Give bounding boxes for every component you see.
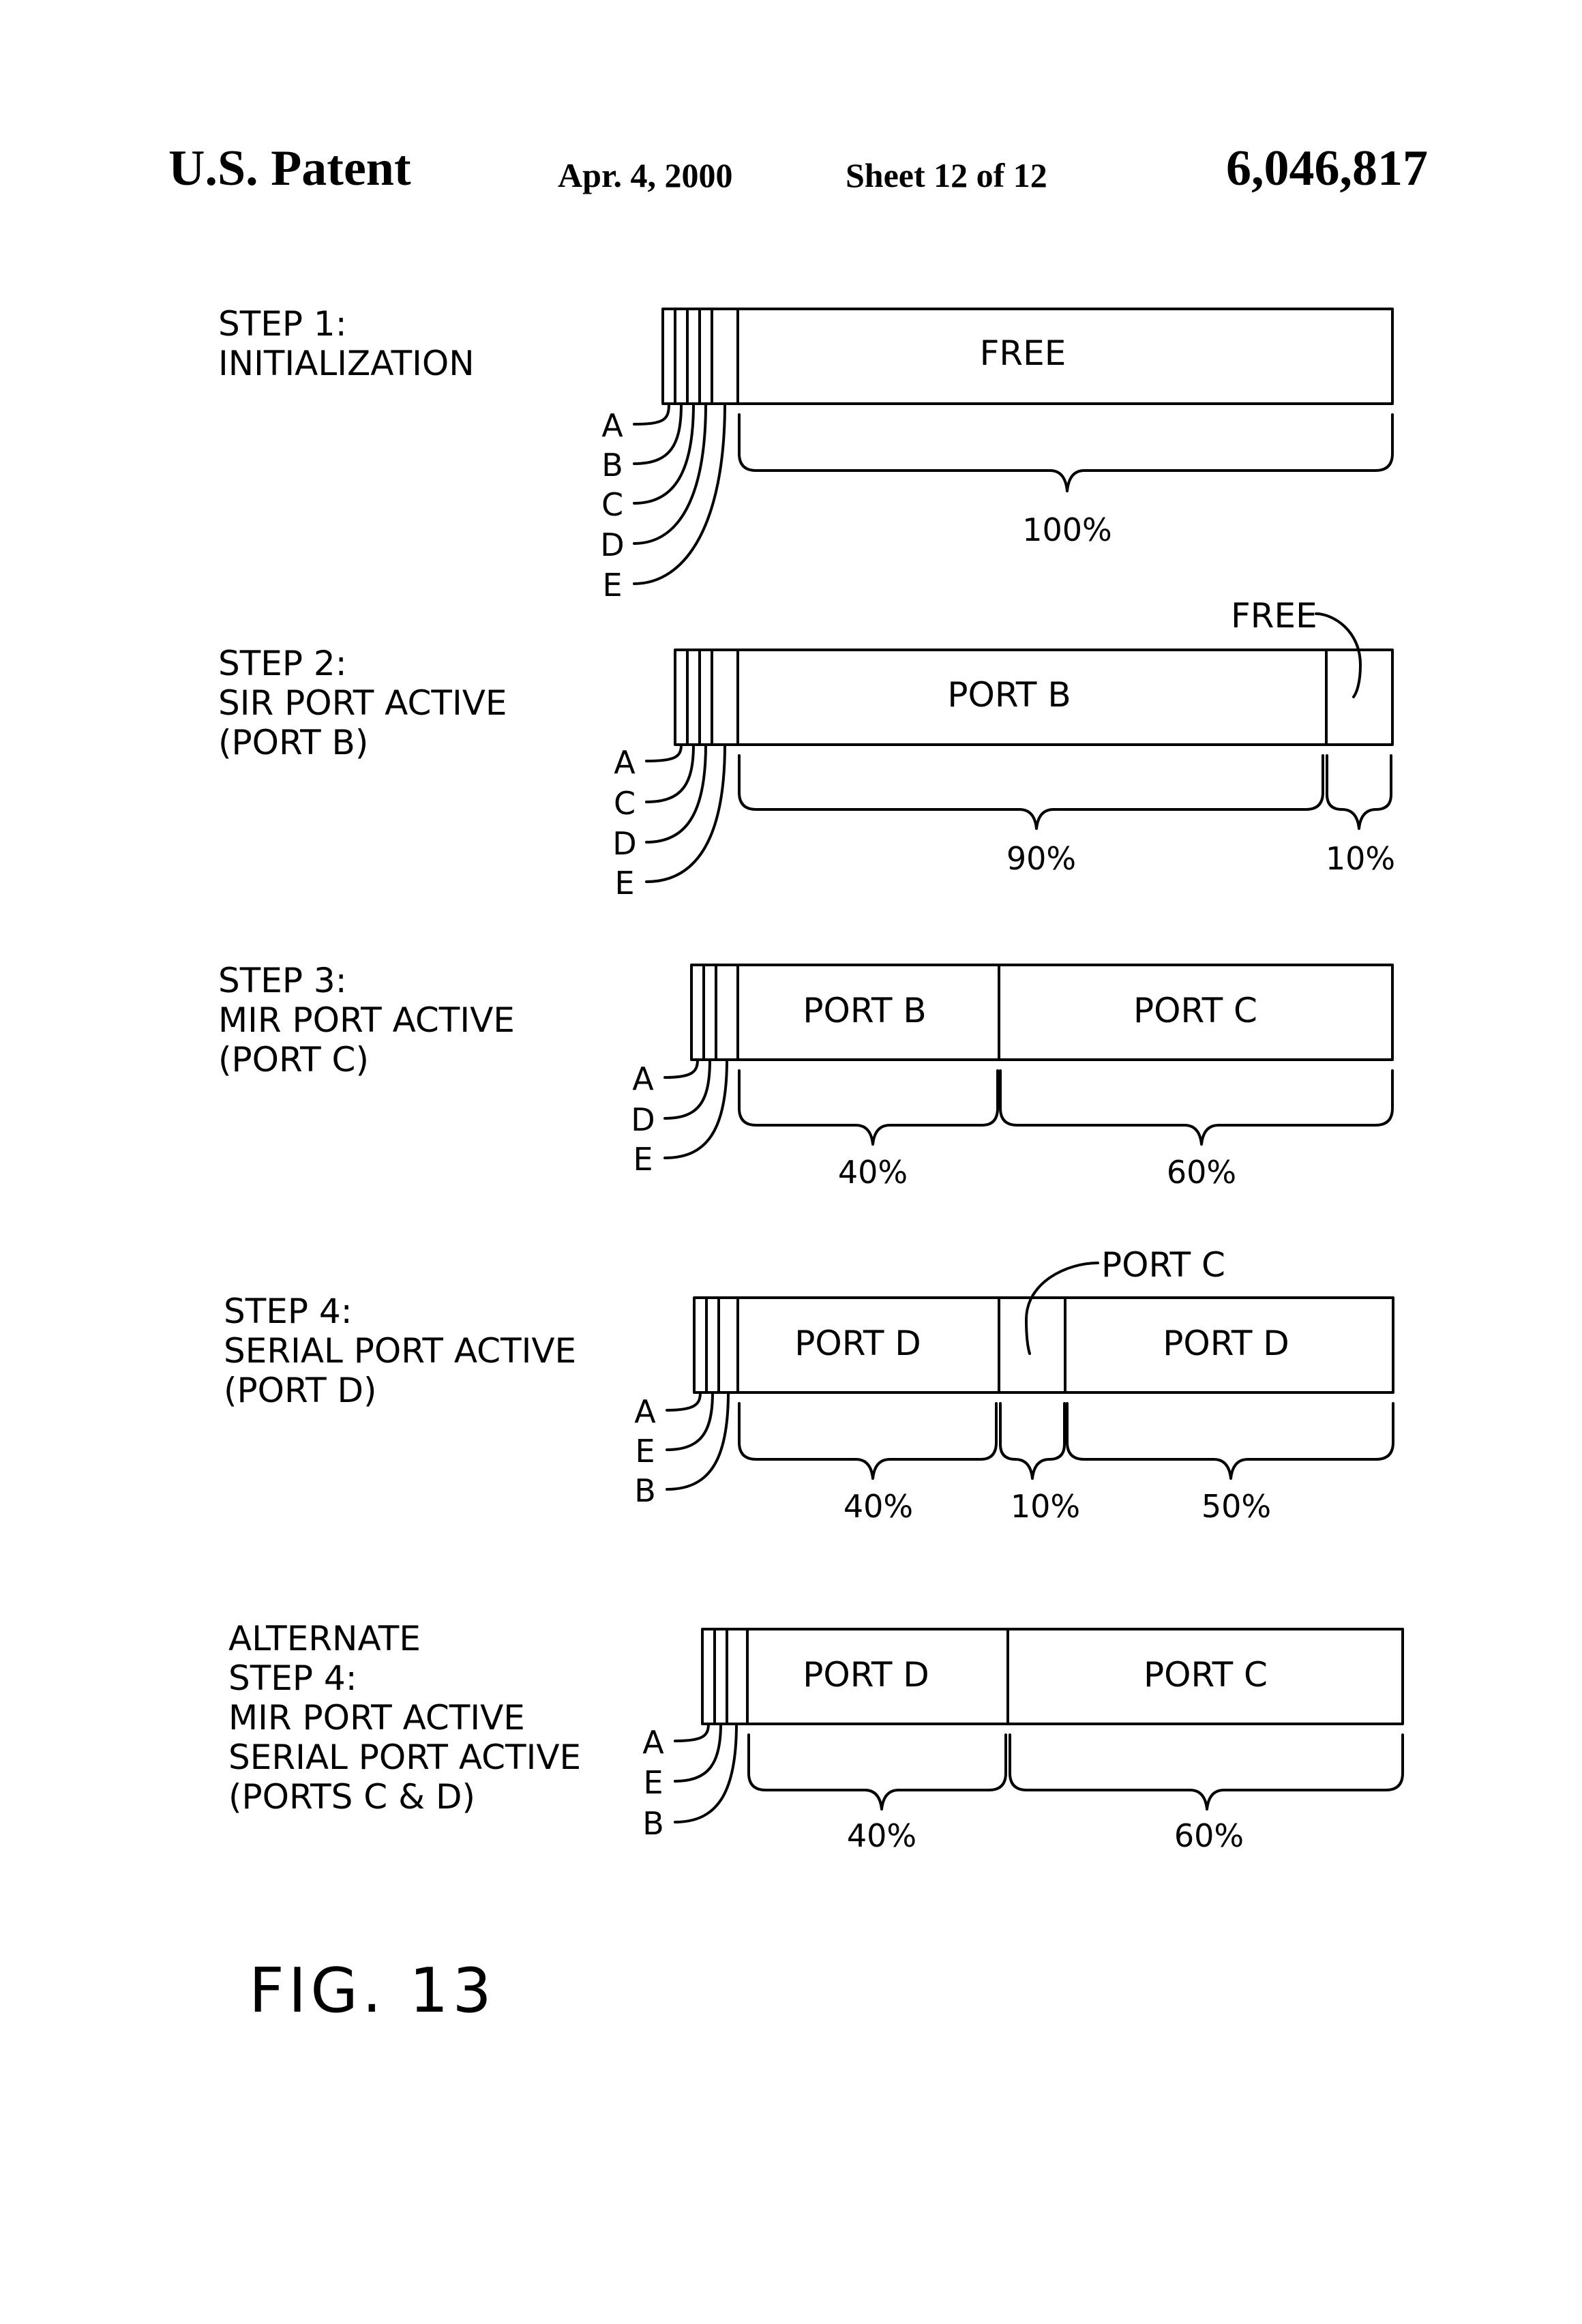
step-2-percent-port-b: 90%	[1006, 840, 1076, 877]
step-1-leader-label: D	[600, 526, 624, 563]
step-4-box-port-d-left: PORT D	[794, 1324, 921, 1363]
step-1-leader-label: E	[602, 567, 622, 604]
step-3-leader-label: A	[632, 1060, 654, 1097]
step-2-leader-label: C	[614, 785, 636, 822]
alt-step-title-line-5: (PORTS C & D)	[228, 1777, 475, 1817]
step-4-title-line-2: SERIAL PORT ACTIVE	[224, 1331, 576, 1371]
step-4-leader-label: E	[635, 1433, 655, 1470]
step-1-leader-label: A	[601, 407, 623, 444]
step-3-box-port-b: PORT B	[803, 991, 926, 1030]
step-3-title-line-3: (PORT C)	[218, 1040, 369, 1079]
alt-step-leader-label: B	[642, 1805, 664, 1842]
step-2-title-line-3: (PORT B)	[218, 723, 368, 762]
step-3-percent-port-b: 40%	[838, 1154, 908, 1191]
alt-step-title-line-3: MIR PORT ACTIVE	[228, 1698, 525, 1738]
alt-step-percent-port-d: 40%	[847, 1817, 916, 1854]
step-2-title-line-2: SIR PORT ACTIVE	[218, 683, 507, 723]
step-4-callout-port-c: PORT C	[1101, 1245, 1225, 1285]
step-4-box-port-d-right: PORT D	[1163, 1324, 1289, 1363]
step-2-leader-label: A	[614, 744, 636, 781]
alt-step-leader-label: A	[642, 1724, 664, 1761]
step-2-callout-free: FREE	[1231, 596, 1317, 636]
step-4-percent-port-d-left: 40%	[844, 1488, 913, 1525]
alt-step-box-port-d: PORT D	[803, 1655, 929, 1695]
step-2-leader-label: D	[612, 825, 636, 862]
step-3-diagram	[665, 965, 1392, 1158]
step-3-title-line-1: STEP 3:	[218, 961, 347, 1000]
step-3-leader-label: E	[633, 1141, 653, 1178]
step-1-title-line-1: STEP 1:	[218, 304, 347, 344]
alt-step-title-line-4: SERIAL PORT ACTIVE	[228, 1738, 581, 1777]
step-3-percent-port-c: 60%	[1167, 1154, 1236, 1191]
alt-step-title-line-2: STEP 4:	[228, 1658, 357, 1698]
step-3-leader-label: D	[631, 1101, 655, 1138]
alt-step-box-port-c: PORT C	[1144, 1655, 1268, 1695]
step-4-percent-port-c: 10%	[1011, 1488, 1080, 1525]
alternate-step-4-diagram	[675, 1629, 1403, 1822]
step-2-percent-free: 10%	[1326, 840, 1395, 877]
step-2-title-line-1: STEP 2:	[218, 644, 347, 683]
alt-step-leader-label: E	[643, 1764, 663, 1801]
step-4-diagram	[667, 1263, 1393, 1489]
step-1-leader-label: C	[601, 486, 623, 523]
step-2-box-port-b: PORT B	[947, 675, 1071, 715]
alt-step-title-line-1: ALTERNATE	[228, 1619, 421, 1658]
figure-label: FIG. 13	[249, 1955, 496, 2027]
step-3-title-line-2: MIR PORT ACTIVE	[218, 1000, 515, 1040]
step-3-box-port-c: PORT C	[1133, 991, 1257, 1030]
step-3-memory-bar	[691, 965, 1392, 1060]
step-4-title-line-3: (PORT D)	[224, 1371, 377, 1410]
step-2-leader-label: E	[614, 865, 634, 902]
step-1-title-line-2: INITIALIZATION	[218, 344, 475, 383]
step-4-title-line-1: STEP 4:	[224, 1292, 353, 1331]
step-4-percent-port-d-right: 50%	[1202, 1488, 1271, 1525]
step-4-leader-label: A	[634, 1393, 656, 1430]
alt-step-percent-port-c: 60%	[1174, 1817, 1244, 1854]
step-1-box-free: FREE	[980, 333, 1066, 373]
step-4-leader-label: B	[634, 1472, 656, 1509]
step-1-percent-free: 100%	[1022, 511, 1112, 548]
step-1-leader-label: B	[601, 447, 623, 483]
